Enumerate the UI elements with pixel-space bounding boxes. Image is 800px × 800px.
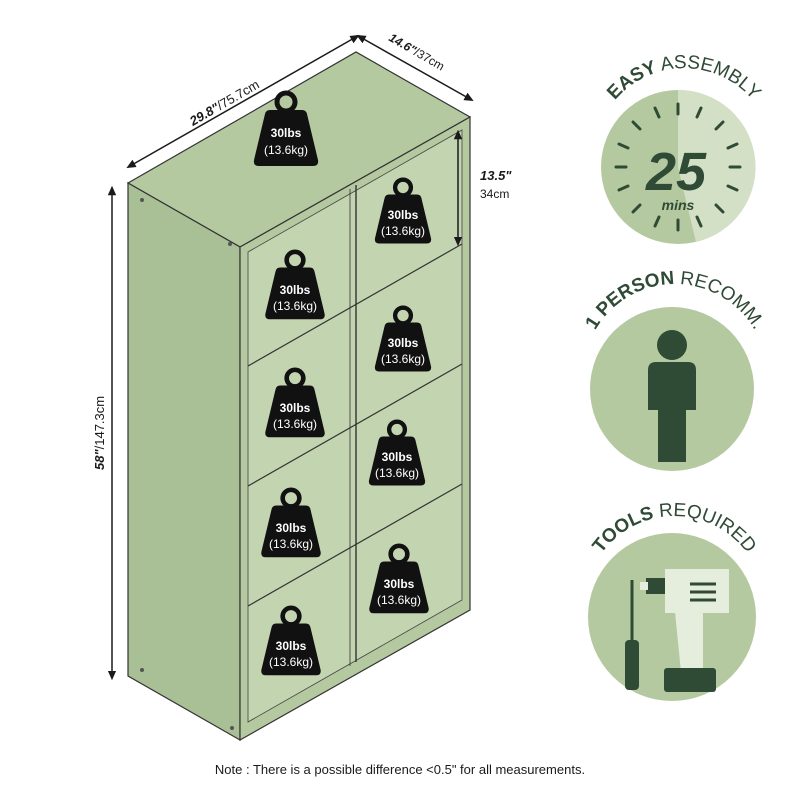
weight-lbs: 30lbs: [384, 577, 415, 591]
weight-lbs: 30lbs: [388, 208, 419, 222]
weight-tag: 30lbs (13.6kg): [369, 546, 428, 614]
height-imperial: 58": [92, 449, 107, 470]
measurement-note: Note : There is a possible difference <0…: [214, 762, 586, 777]
drill-screwdriver-icon: [625, 569, 729, 692]
person-icon: [648, 330, 696, 462]
timer-icon: [614, 102, 742, 232]
weight-lbs: 30lbs: [276, 521, 307, 535]
weight-kg: (13.6kg): [381, 352, 425, 366]
weight-lbs: 30lbs: [271, 126, 302, 140]
easy-assembly-badge: EASY ASSEMBLY 25 mins: [601, 52, 765, 244]
cube-metric: 34cm: [480, 187, 509, 201]
svg-text:58"/147.3cm: 58"/147.3cm: [92, 396, 107, 470]
dimension-height: 58"/147.3cm: [92, 185, 117, 681]
shelf-side-panel: [127, 181, 241, 742]
svg-text:14.6"/37cm: 14.6"/37cm: [387, 30, 447, 73]
cube-imperial: 13.5": [480, 168, 512, 183]
tools-required-badge: TOOLS REQUIRED: [588, 500, 760, 701]
weight-tag: 30lbs (13.6kg): [254, 93, 318, 166]
weight-kg: (13.6kg): [375, 466, 419, 480]
weight-tag: 30lbs (13.6kg): [375, 180, 431, 244]
weight-kg: (13.6kg): [273, 417, 317, 431]
weight-kg: (13.6kg): [377, 593, 421, 607]
dimension-cube: 13.5" 34cm: [453, 129, 512, 247]
weight-tag: 30lbs (13.6kg): [375, 308, 431, 372]
weight-tag: 30lbs (13.6kg): [369, 422, 425, 486]
weight-kg: (13.6kg): [269, 537, 313, 551]
weight-kg: (13.6kg): [381, 224, 425, 238]
shelf-boards: [247, 243, 463, 607]
weight-tag: 30lbs (13.6kg): [261, 608, 320, 676]
assembly-unit: mins: [662, 197, 695, 213]
one-person-badge: 1 PERSON RECOMM.: [582, 268, 769, 471]
weight-kg: (13.6kg): [273, 299, 317, 313]
weight-lbs: 30lbs: [388, 336, 419, 350]
assembly-minutes: 25: [645, 142, 707, 202]
weight-kg: (13.6kg): [264, 143, 308, 157]
weight-lbs: 30lbs: [382, 450, 413, 464]
weight-lbs: 30lbs: [276, 639, 307, 653]
weight-tag: 30lbs (13.6kg): [261, 490, 320, 558]
weight-kg: (13.6kg): [269, 655, 313, 669]
weight-tag: 30lbs (13.6kg): [265, 252, 324, 320]
height-metric: /147.3cm: [92, 396, 107, 449]
weight-tag: 30lbs (13.6kg): [265, 370, 324, 438]
weight-lbs: 30lbs: [280, 401, 311, 415]
weight-lbs: 30lbs: [280, 283, 311, 297]
